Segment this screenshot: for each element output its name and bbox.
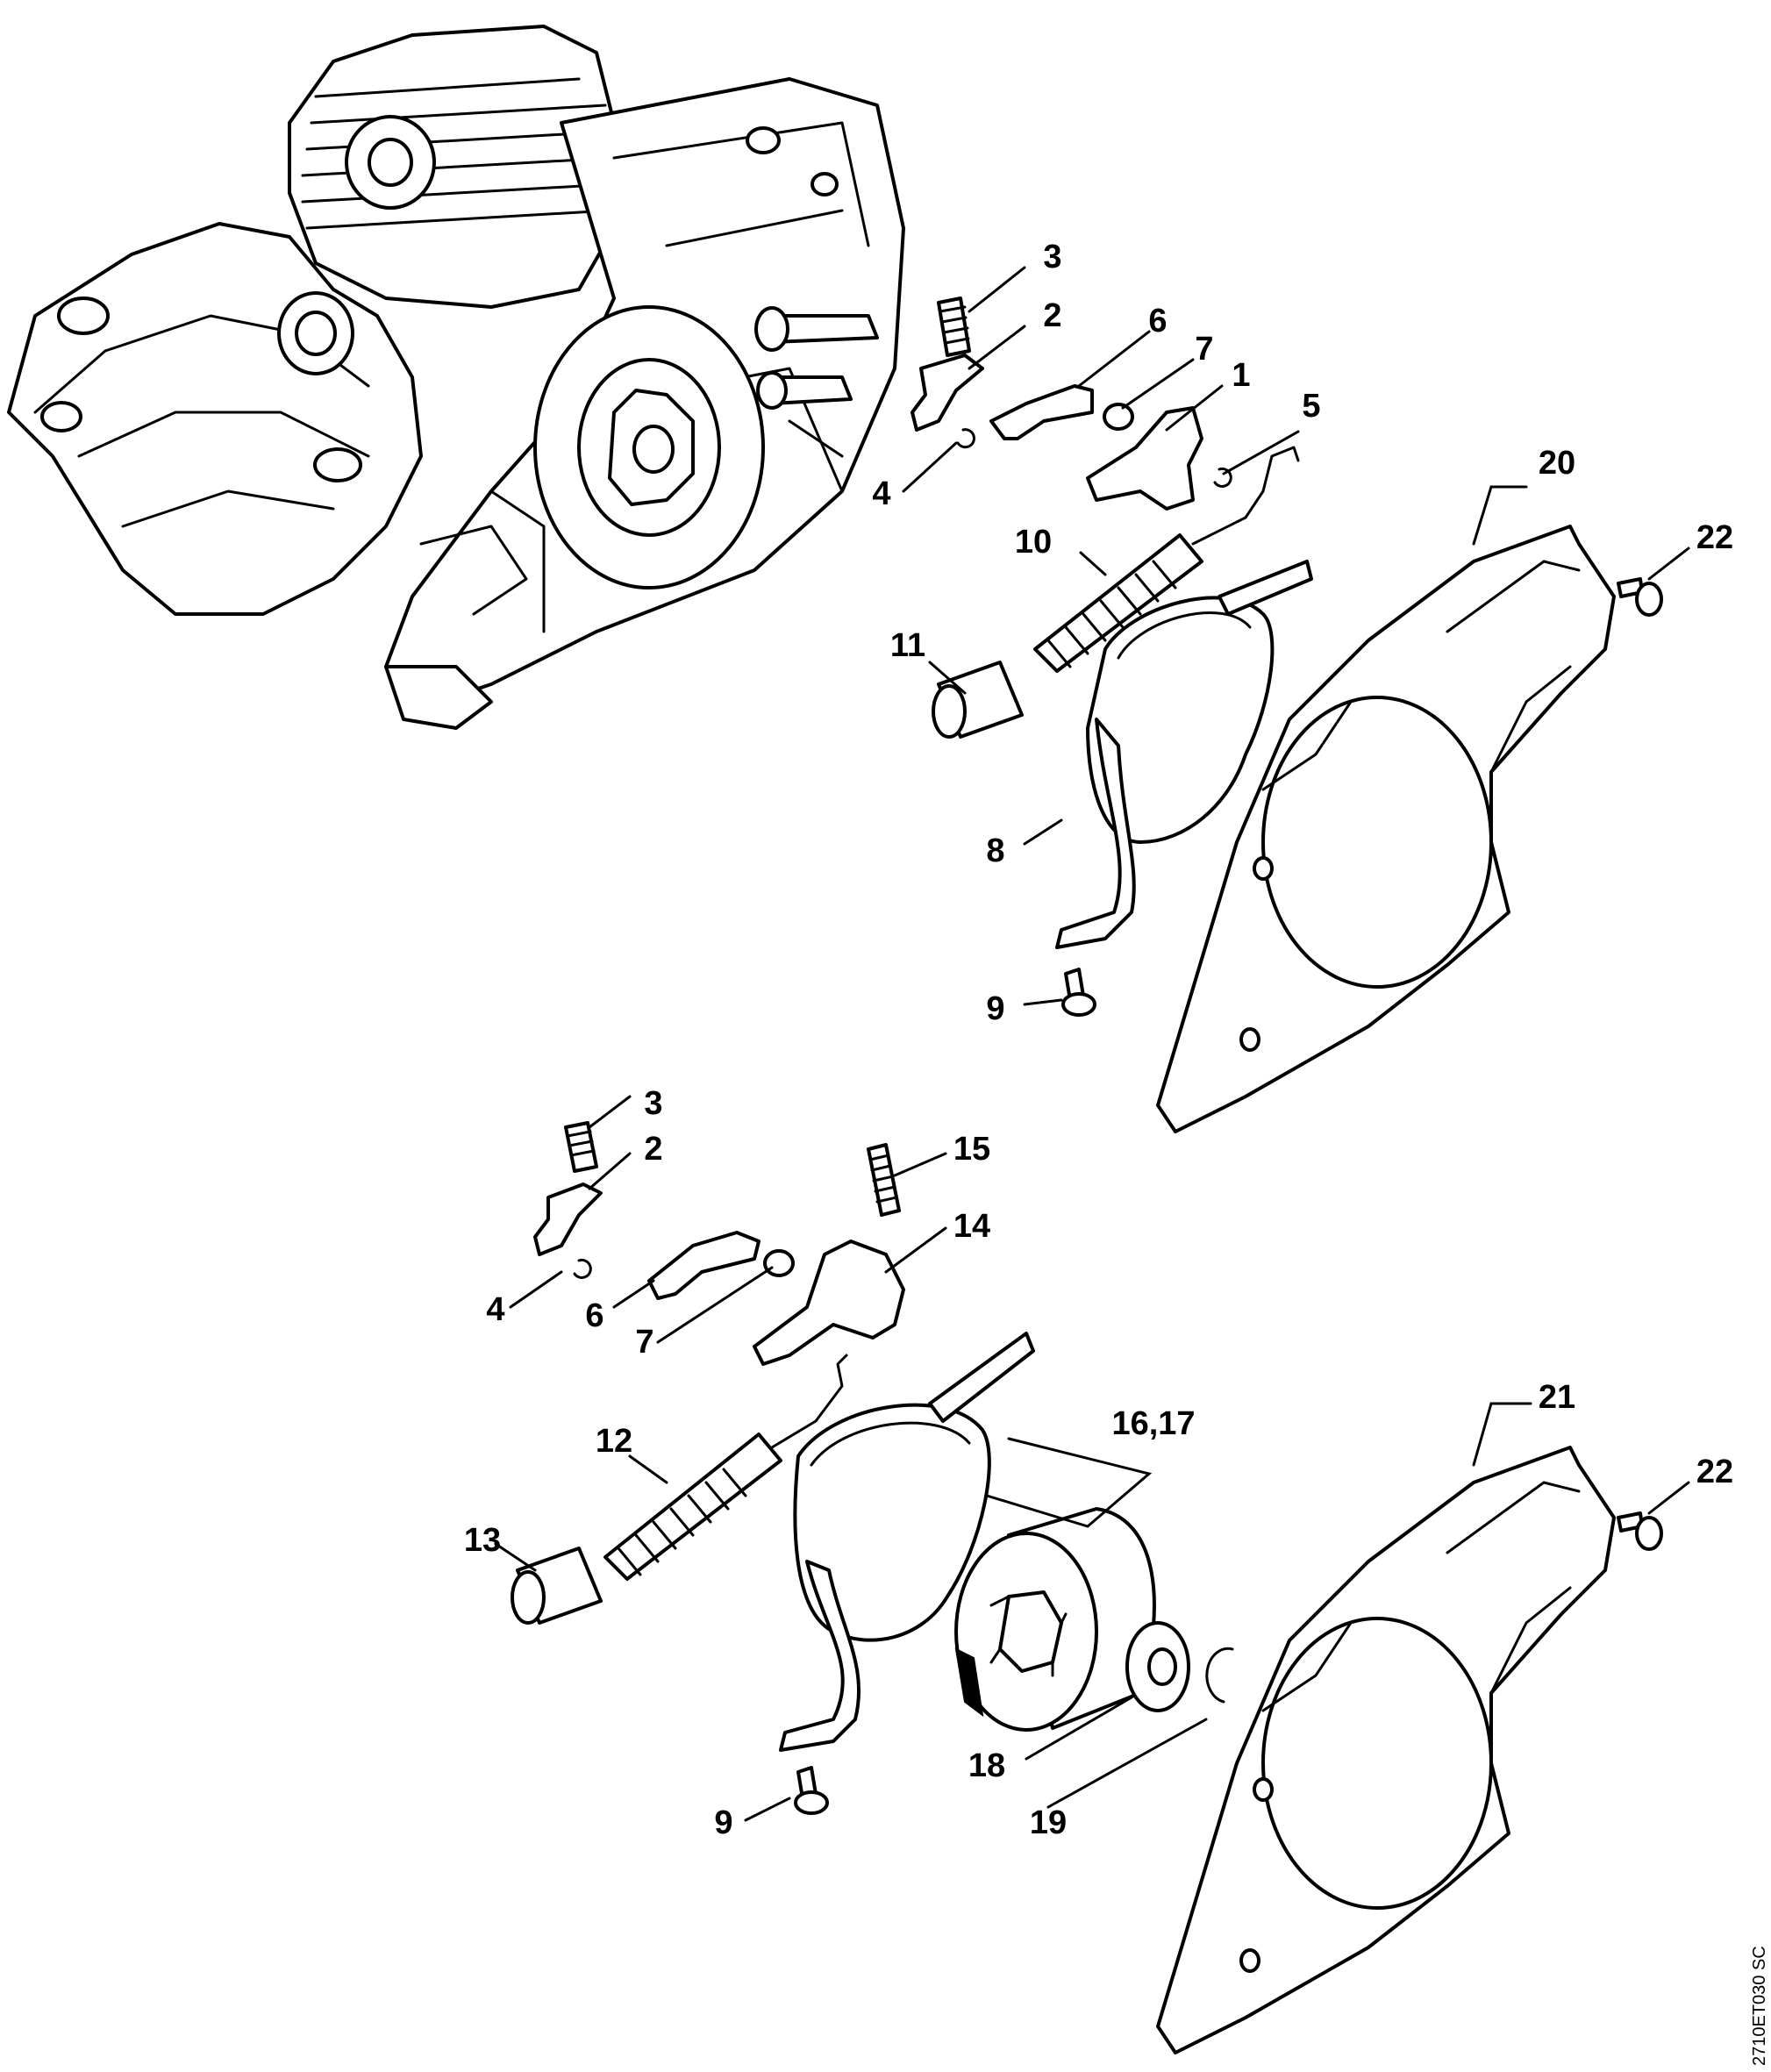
callout-22-top: 22 [1696,519,1733,556]
bottom-clip-4 [573,1258,592,1279]
bottom-rod-6 [647,1231,761,1300]
bottom-sleeve-13 [511,1547,603,1625]
bottom-brake-lever-14 [753,1240,905,1366]
callout-6-bottom: 6 [585,1297,603,1334]
top-rod-6 [989,384,1094,440]
callout-11: 11 [890,627,925,664]
document-code: 2710ET030 SC [1750,1946,1769,2066]
callout-15: 15 [953,1131,990,1168]
bottom-spring-15 [867,1143,901,1217]
callout-labels: 1 2 3 4 5 6 7 8 9 10 11 20 22 2 3 4 6 7 … [464,239,1733,1841]
callout-9-top: 9 [986,990,1004,1027]
leader-lines [494,266,1690,1822]
top-sleeve-11 [932,661,1024,739]
top-clip-4 [956,428,975,449]
top-clip-5 [1213,467,1232,488]
callout-5: 5 [1302,388,1320,425]
callout-2-bottom: 2 [644,1131,662,1168]
top-screw-22 [1617,577,1663,617]
bottom-brake-kit [511,1121,1663,2054]
callout-14: 14 [953,1208,990,1245]
callout-16-17: 16,17 [1111,1405,1195,1442]
callout-8: 8 [986,832,1004,869]
top-sprocket-cover-20 [1156,525,1616,1133]
callout-3-top: 3 [1043,239,1061,275]
callout-9-bottom: 9 [714,1804,732,1841]
top-brake-band-8 [1055,560,1313,949]
callout-6-top: 6 [1148,303,1167,339]
bottom-screw-22 [1617,1511,1663,1551]
bottom-screw-9 [794,1766,829,1815]
bottom-sprocket-drum-16-17 [954,1507,1156,1732]
bottom-washer-18 [1125,1621,1190,1712]
callout-3-bottom: 3 [644,1085,662,1122]
callout-22-bottom: 22 [1696,1454,1733,1490]
bottom-brake-band [779,1332,1035,1752]
top-washer-7 [1103,403,1134,431]
bottom-eclip-19 [1205,1647,1234,1704]
top-lever-2 [910,354,984,432]
callout-2-top: 2 [1043,297,1061,334]
callout-20: 20 [1539,445,1575,482]
callout-10: 10 [1015,524,1052,561]
bottom-spring-3 [564,1121,598,1173]
bottom-tension-spring-12 [603,1354,848,1581]
engine-crankcase-assembly [7,25,905,730]
bottom-washer-7 [763,1249,795,1277]
top-screw-9 [1061,968,1096,1017]
callout-4-top: 4 [872,475,890,512]
callout-1: 1 [1232,357,1250,394]
top-brake-lever-1 [1086,406,1203,511]
bottom-sprocket-cover-21 [1156,1446,1616,2054]
callout-12: 12 [596,1423,632,1460]
callout-19: 19 [1030,1804,1067,1841]
top-spring-3 [937,297,971,357]
top-brake-kit [910,297,1663,1133]
callout-13: 13 [464,1522,501,1559]
top-tension-spring-10 [1033,446,1300,673]
bottom-lever-2 [533,1182,603,1256]
callout-7-bottom: 7 [635,1324,653,1361]
callout-18: 18 [968,1747,1005,1784]
callout-21: 21 [1539,1379,1575,1416]
callout-4-bottom: 4 [486,1291,504,1328]
callout-7-top: 7 [1195,331,1213,368]
